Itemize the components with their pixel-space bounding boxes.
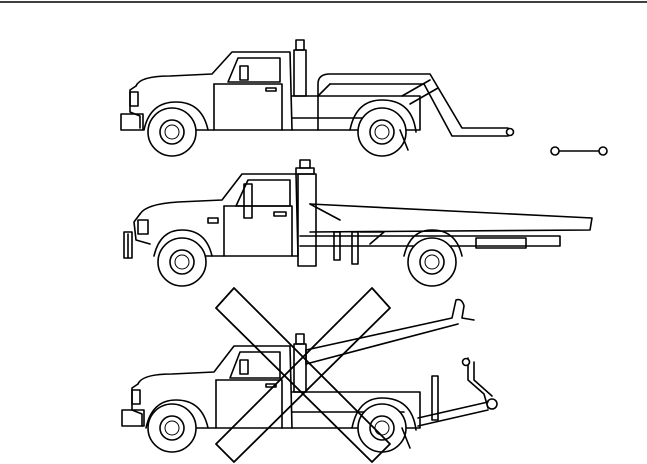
prohibited-x-icon	[216, 288, 390, 462]
wheel-lift-tow-truck	[121, 40, 514, 156]
flatbed-tow-truck	[124, 160, 592, 286]
tow-bar-icon	[551, 147, 607, 155]
